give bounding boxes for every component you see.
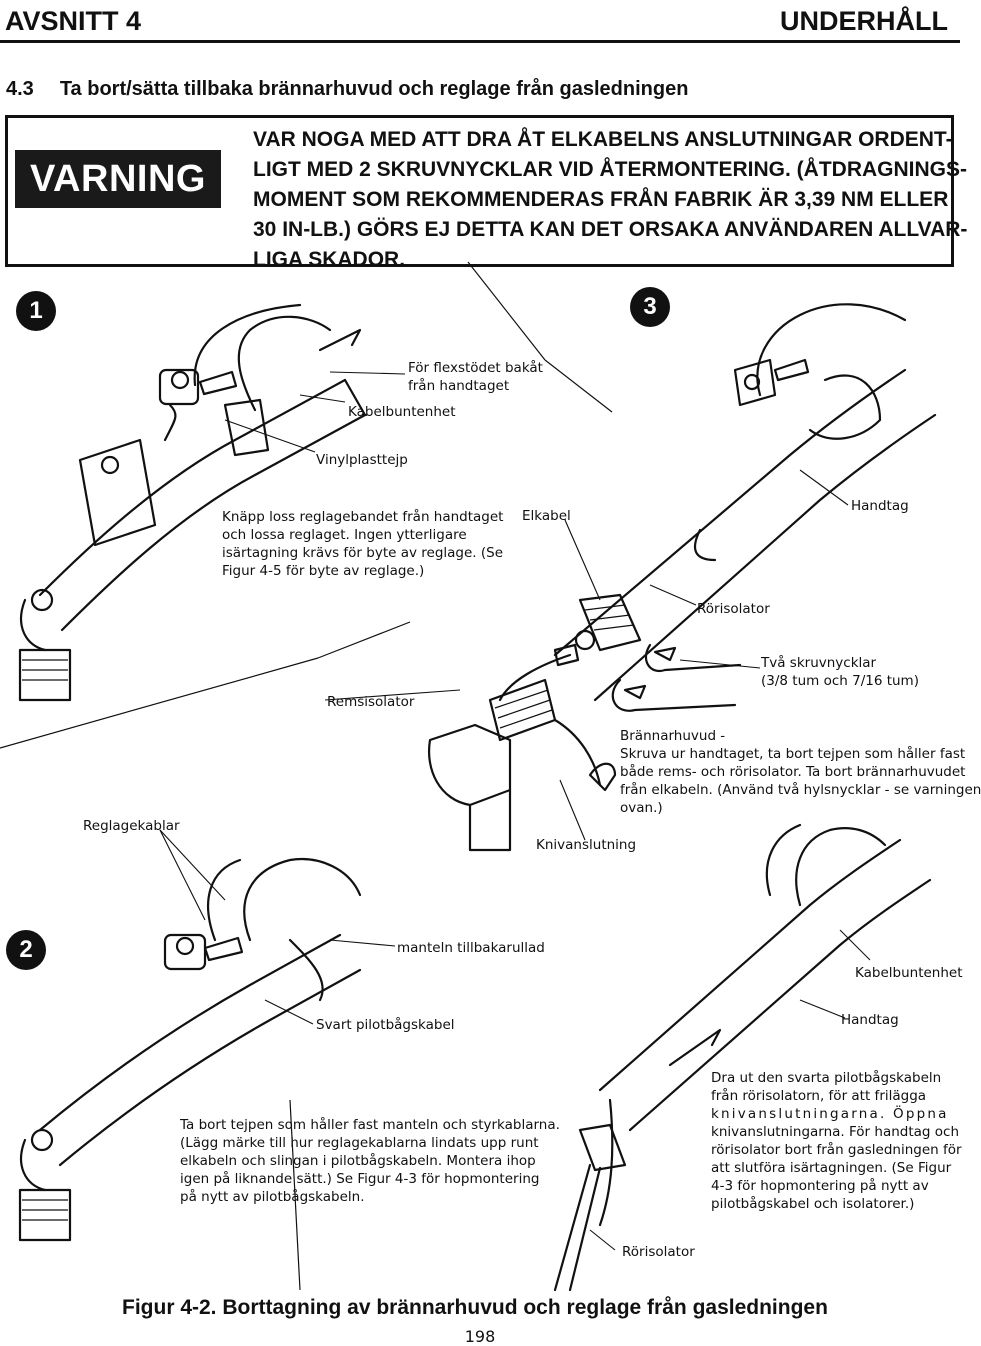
note-brannarhuvud: Brännarhuvud - Skruva ur handtaget, ta b… (620, 727, 981, 817)
note-line: rörisolator bort från gasledningen för (711, 1142, 962, 1158)
note-line: från elkabeln. (Använd två hylsnycklar -… (620, 782, 981, 798)
note-line: Skruva ur handtaget, ta bort tejpen som … (620, 746, 966, 762)
note-line: på nytt av pilotbågskabeln. (180, 1189, 365, 1205)
label-kabelbuntenhet-2: Kabelbuntenhet (855, 965, 963, 981)
torch-disassembly-illustration (0, 261, 937, 1292)
note-line: att slutföra isärtagningen. (Se Figur (711, 1160, 952, 1176)
note-line: Ta bort tejpen som håller fast manteln o… (180, 1117, 560, 1133)
figure-caption: Figur 4-2. Borttagning av brännarhuvud o… (122, 1296, 828, 1319)
note-line: Dra ut den svarta pilotbågskabeln (711, 1070, 942, 1086)
warning-line: VAR NOGA MED ATT DRA ÅT ELKABELNS ANSLUT… (253, 128, 953, 151)
note-line: elkabeln och slingan i pilotbågskabeln. … (180, 1153, 536, 1169)
warning-line: 30 IN-LB.) GÖRS EJ DETTA KAN DET ORSAKA … (253, 218, 968, 241)
panel3-torch (553, 303, 937, 702)
step-1-badge: 1 (16, 291, 56, 331)
page-number: 198 (464, 1327, 496, 1346)
note-line: från rörisolatorn, för att frilägga (711, 1088, 927, 1104)
label-kabelbuntenhet: Kabelbuntenhet (348, 404, 456, 420)
leader-lines (159, 371, 871, 1251)
panel1-torch (18, 303, 367, 702)
panel2-torch (18, 857, 362, 1242)
label-handtag: Handtag (851, 498, 909, 514)
label-line: från handtaget (408, 378, 510, 394)
label-line: För flexstödet bakåt (408, 360, 543, 376)
label-handtag-2: Handtag (841, 1012, 899, 1028)
label-vinylplasttejp: Vinylplasttejp (316, 452, 408, 468)
note-dra-ut: Dra ut den svarta pilotbågskabeln från r… (711, 1069, 962, 1213)
label-knivanslutning: Knivanslutning (536, 837, 637, 853)
label-skruvnycklar: Två skruvnycklar (3/8 tum och 7/16 tum) (761, 654, 919, 690)
warning-box (5, 115, 954, 267)
section-number: 4.3 (6, 78, 34, 100)
warning-label: VARNING (15, 150, 221, 208)
note-line: knivanslutningarna. Öppna (711, 1106, 949, 1122)
note-line: Brännarhuvud - (620, 728, 726, 744)
label-rorisolator-2: Rörisolator (622, 1244, 695, 1260)
warning-line: LIGT MED 2 SKRUVNYCKLAR VID ÅTERMONTERIN… (253, 158, 967, 181)
section-category: UNDERHÅLL (780, 6, 948, 36)
label-reglagekablar: Reglagekablar (83, 818, 180, 834)
step-2-badge: 2 (6, 930, 46, 970)
label-manteln: manteln tillbakarullad (397, 940, 545, 956)
note-line: 4-3 för hopmontering på nytt av (711, 1178, 929, 1194)
label-line: Två skruvnycklar (761, 655, 877, 671)
note-line: både rems- och rörisolator. Ta bort brän… (620, 764, 966, 780)
note-line: ovan.) (620, 800, 663, 816)
warning-line: LIGA SKADOR. (253, 248, 406, 271)
note-line: och lossa reglaget. Ingen ytterligare (222, 527, 467, 543)
note-line: (Lägg märke till hur reglagekablarna lin… (180, 1135, 539, 1151)
note-line: knivanslutningarna. För handtag och (711, 1124, 960, 1140)
note-line: igen på liknande sätt.) Se Figur 4-3 för… (180, 1171, 540, 1187)
note-line: isärtagning krävs för byte av reglage. (… (222, 545, 504, 561)
warning-line: MOMENT SOM REKOMMENDERAS FRÅN FABRIK ÄR … (253, 188, 949, 211)
label-rorisolator: Rörisolator (697, 601, 770, 617)
panel-dividers (0, 261, 613, 1291)
header-rule (0, 40, 960, 43)
label-remsisolator: Remsisolator (327, 694, 415, 710)
note-line: Knäpp loss reglagebandet från handtaget (222, 509, 504, 525)
label-line: (3/8 tum och 7/16 tum) (761, 673, 919, 689)
section-title: Ta bort/sätta tillbaka brännarhuvud och … (59, 78, 689, 100)
torch-head (427, 643, 617, 852)
label-svart-pilotbagskabel: Svart pilotbågskabel (316, 1017, 455, 1033)
wrenches (611, 643, 742, 712)
step-3-badge: 3 (630, 287, 670, 327)
warning-text: VAR NOGA MED ATT DRA ÅT ELKABELNS ANSLUT… (253, 125, 968, 275)
panel4-torch (553, 823, 932, 1292)
label-flexstod: För flexstödet bakåt från handtaget (408, 359, 543, 395)
note-line: Figur 4-5 för byte av reglage.) (222, 563, 425, 579)
note-knapp-loss: Knäpp loss reglagebandet från handtaget … (222, 508, 503, 580)
note-ta-bort-tejpen: Ta bort tejpen som håller fast manteln o… (180, 1116, 560, 1206)
chapter-label: AVSNITT 4 (5, 6, 142, 36)
section-heading: 4.3 Ta bort/sätta tillbaka brännarhuvud o… (6, 78, 714, 101)
label-elkabel: Elkabel (522, 508, 571, 524)
note-line: pilotbågskabel och isolatorer.) (711, 1196, 915, 1212)
